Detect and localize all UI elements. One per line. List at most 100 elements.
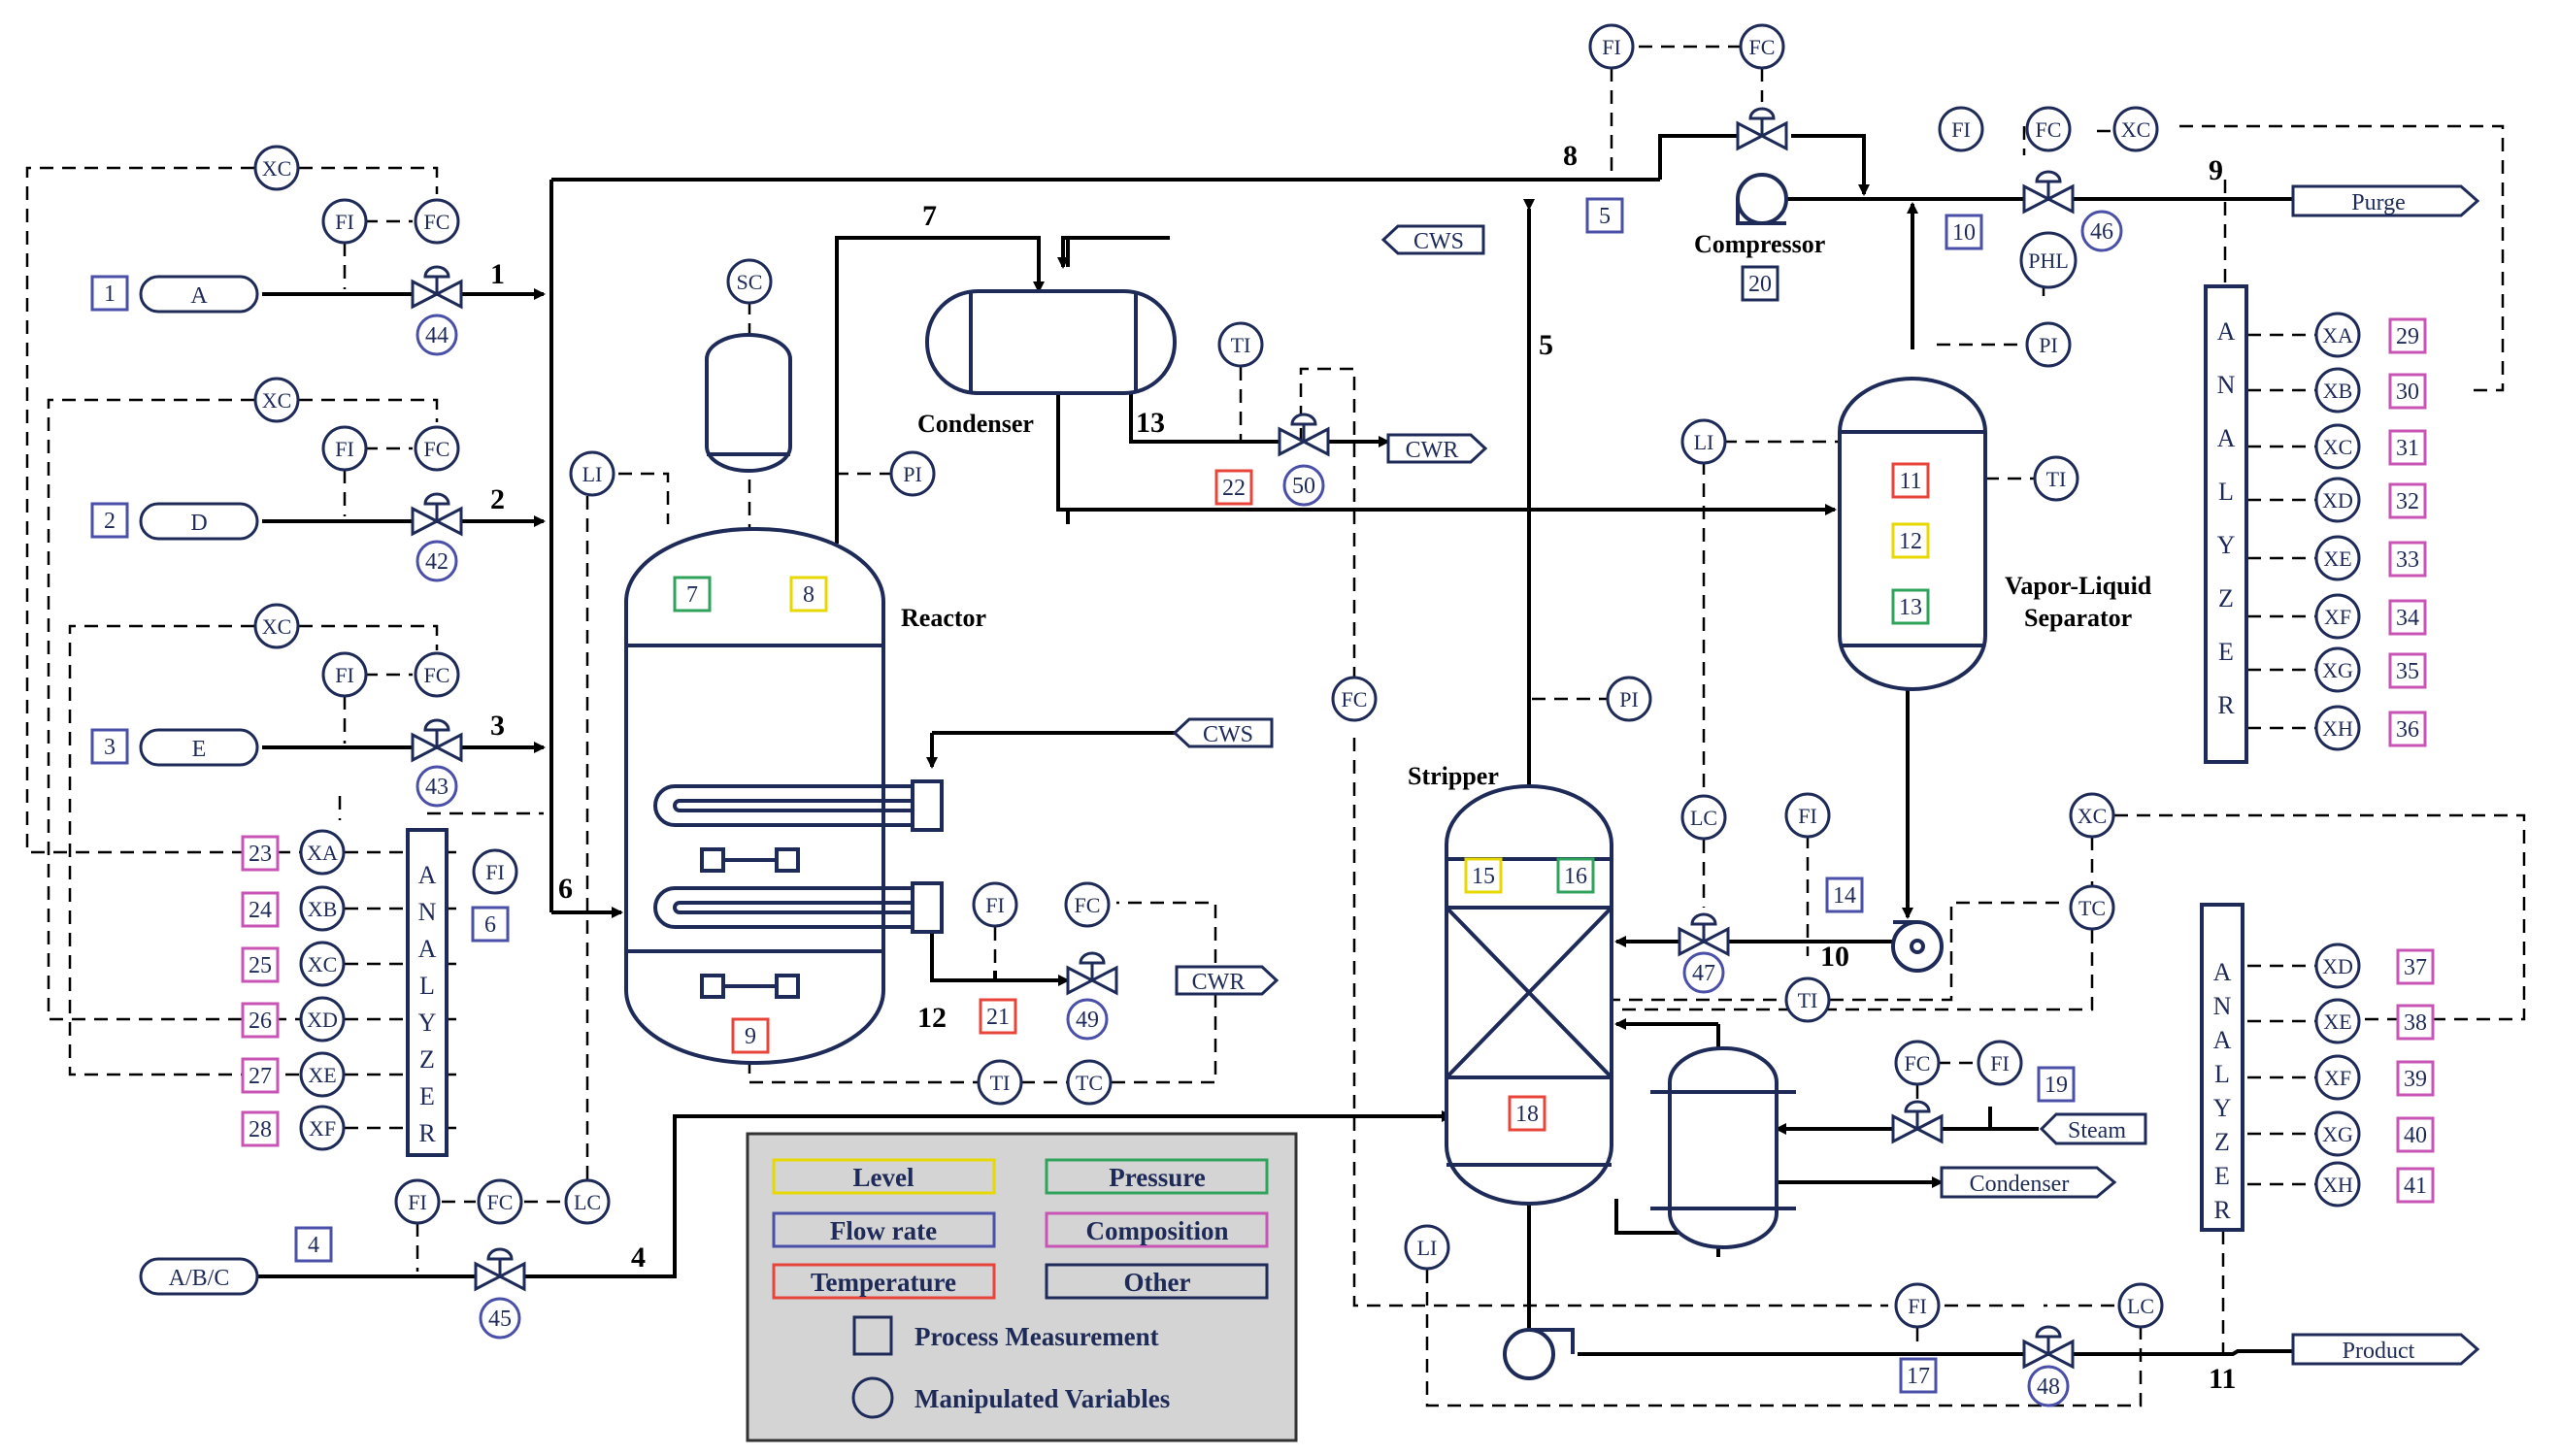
measurement-17: 17 (1899, 1357, 1938, 1394)
fc-abc-instrument: FC (477, 1178, 523, 1225)
sc-tag: SC (737, 270, 763, 294)
stripper-label: Stripper (1408, 762, 1499, 790)
stream-7: 7 (922, 200, 937, 232)
legend-flow-rate: Flow rate (830, 1216, 937, 1245)
condenser-out-label: Condenser (1970, 1172, 2070, 1197)
li-strip-tag: LI (1417, 1236, 1438, 1260)
feed-d-label: D (190, 511, 207, 536)
xc-strip-tag: XC (2078, 804, 2108, 828)
pi-strip-instrument: PI (1606, 676, 1652, 722)
tc-reactor-tag: TC (1076, 1071, 1103, 1095)
measurement-13: 13 (1891, 588, 1930, 625)
measurement-36-label: 36 (2396, 717, 2419, 743)
measurement-37: 37 (2396, 948, 2435, 985)
separator-pump (1891, 920, 1944, 973)
measurement-9-label: 9 (745, 1024, 756, 1049)
fc-steam-tag: FC (1905, 1051, 1931, 1075)
fc-purge-tag: FC (2036, 117, 2062, 142)
valve-purge (2022, 170, 2075, 215)
legend-mv-circle (851, 1376, 894, 1419)
a1-xf-instrument: XF (299, 1105, 346, 1151)
fi-s10-tag: FI (1798, 804, 1817, 828)
purge-label: Purge (2351, 190, 2406, 215)
manipulated-variable-50: 50 (1282, 464, 1325, 507)
pi-sep-instrument: PI (2025, 321, 2072, 368)
manipulated-variable-49: 49 (1066, 998, 1109, 1041)
measurement-19: 19 (2037, 1066, 2076, 1103)
measurement-2-label: 2 (104, 509, 116, 534)
manipulated-variable-50-label: 50 (1292, 474, 1315, 499)
a1-xa-instrument: XA (299, 829, 346, 876)
fc-a-instrument: FC (414, 198, 460, 245)
analyzer-1 (406, 828, 449, 1157)
measurement-10-label: 10 (1952, 220, 1976, 246)
measurement-18: 18 (1508, 1095, 1546, 1132)
valve-steam (1891, 1100, 1944, 1144)
analyzer-3-letter: Z (2214, 1128, 2230, 1156)
analyzer-2 (2204, 284, 2248, 764)
analyzer-2-letter: Y (2217, 531, 2236, 559)
valve-cwr (1066, 951, 1118, 996)
measurement-35-label: 35 (2396, 659, 2419, 684)
feed-terminals: A D E A/B/C (139, 275, 259, 1296)
purge-terminal: Purge (2291, 184, 2480, 217)
li-sep-instrument: LI (1680, 418, 1727, 465)
reboiler (1668, 1046, 1779, 1249)
feed-a-label: A (190, 283, 208, 309)
legend-measurement-square (852, 1315, 893, 1356)
measurement-25-label: 25 (249, 953, 272, 978)
valve-product (2022, 1325, 2075, 1370)
fc-d-tag: FC (424, 437, 450, 461)
measurement-31-label: 31 (2396, 436, 2419, 461)
measurement-22: 22 (1214, 469, 1253, 506)
measurement-21-label: 21 (986, 1005, 1010, 1030)
measurement-13-label: 13 (1899, 595, 1922, 620)
measurement-39-label: 39 (2404, 1067, 2427, 1092)
lc-abc-instrument: LC (564, 1178, 611, 1225)
valve-e (411, 718, 463, 763)
legend-composition: Composition (1085, 1216, 1228, 1245)
manipulated-variable-49-label: 49 (1076, 1008, 1099, 1033)
measurement-29-label: 29 (2396, 324, 2419, 349)
measurement-5: 5 (1585, 197, 1624, 234)
measurement-20-label: 20 (1748, 272, 1772, 297)
measurement-3: 3 (90, 728, 129, 765)
fc-purge-instrument: FC (2025, 106, 2072, 152)
stream-12: 12 (917, 1002, 947, 1034)
a1-xe-instrument: XE (299, 1051, 346, 1098)
li-strip-instrument: LI (1404, 1224, 1450, 1271)
legend-temperature: Temperature (811, 1268, 956, 1297)
legend-other-swatch (1045, 1263, 1269, 1300)
analyzer-3-letter: L (2214, 1060, 2230, 1088)
xc-d-instrument: XC (253, 377, 300, 423)
valve-a (411, 265, 463, 310)
fc-cwr-tag: FC (1075, 893, 1101, 917)
fi-cwr-tag: FI (985, 893, 1005, 917)
xc-strip-instrument: XC (2069, 792, 2115, 839)
measurement-1-label: 1 (104, 281, 116, 307)
legend-process-measurement: Process Measurement (914, 1322, 1159, 1351)
manipulated-variable-43-label: 43 (425, 775, 449, 800)
measurement-37-label: 37 (2404, 955, 2427, 980)
fc-abc-tag: FC (487, 1190, 514, 1214)
analyzer-3 (2200, 903, 2244, 1232)
analyzer-2-letter: Z (2218, 584, 2234, 612)
stream-6: 6 (558, 873, 573, 905)
process-lines (257, 134, 2356, 1357)
fc-steam-instrument: FC (1894, 1040, 1941, 1086)
fc-cond-tag: FC (1342, 687, 1368, 711)
a1-xf-tag: XF (309, 1116, 336, 1141)
a2-xa-tag: XA (2322, 323, 2353, 347)
li-reactor-instrument: LI (569, 450, 615, 497)
xc-e-tag: XC (262, 614, 292, 639)
fi-abc-tag: FI (408, 1190, 427, 1214)
fi-d-instrument: FI (321, 425, 368, 472)
fi-a-tag: FI (335, 210, 354, 234)
measurement-33-label: 33 (2396, 547, 2419, 573)
measurement-26: 26 (241, 1002, 280, 1039)
fc-comp-instrument: FC (1739, 23, 1785, 70)
a2-xc-tag: XC (2323, 435, 2353, 459)
a1-xd-instrument: XD (299, 996, 346, 1042)
legend-manipulated-variables: Manipulated Variables (914, 1384, 1170, 1413)
